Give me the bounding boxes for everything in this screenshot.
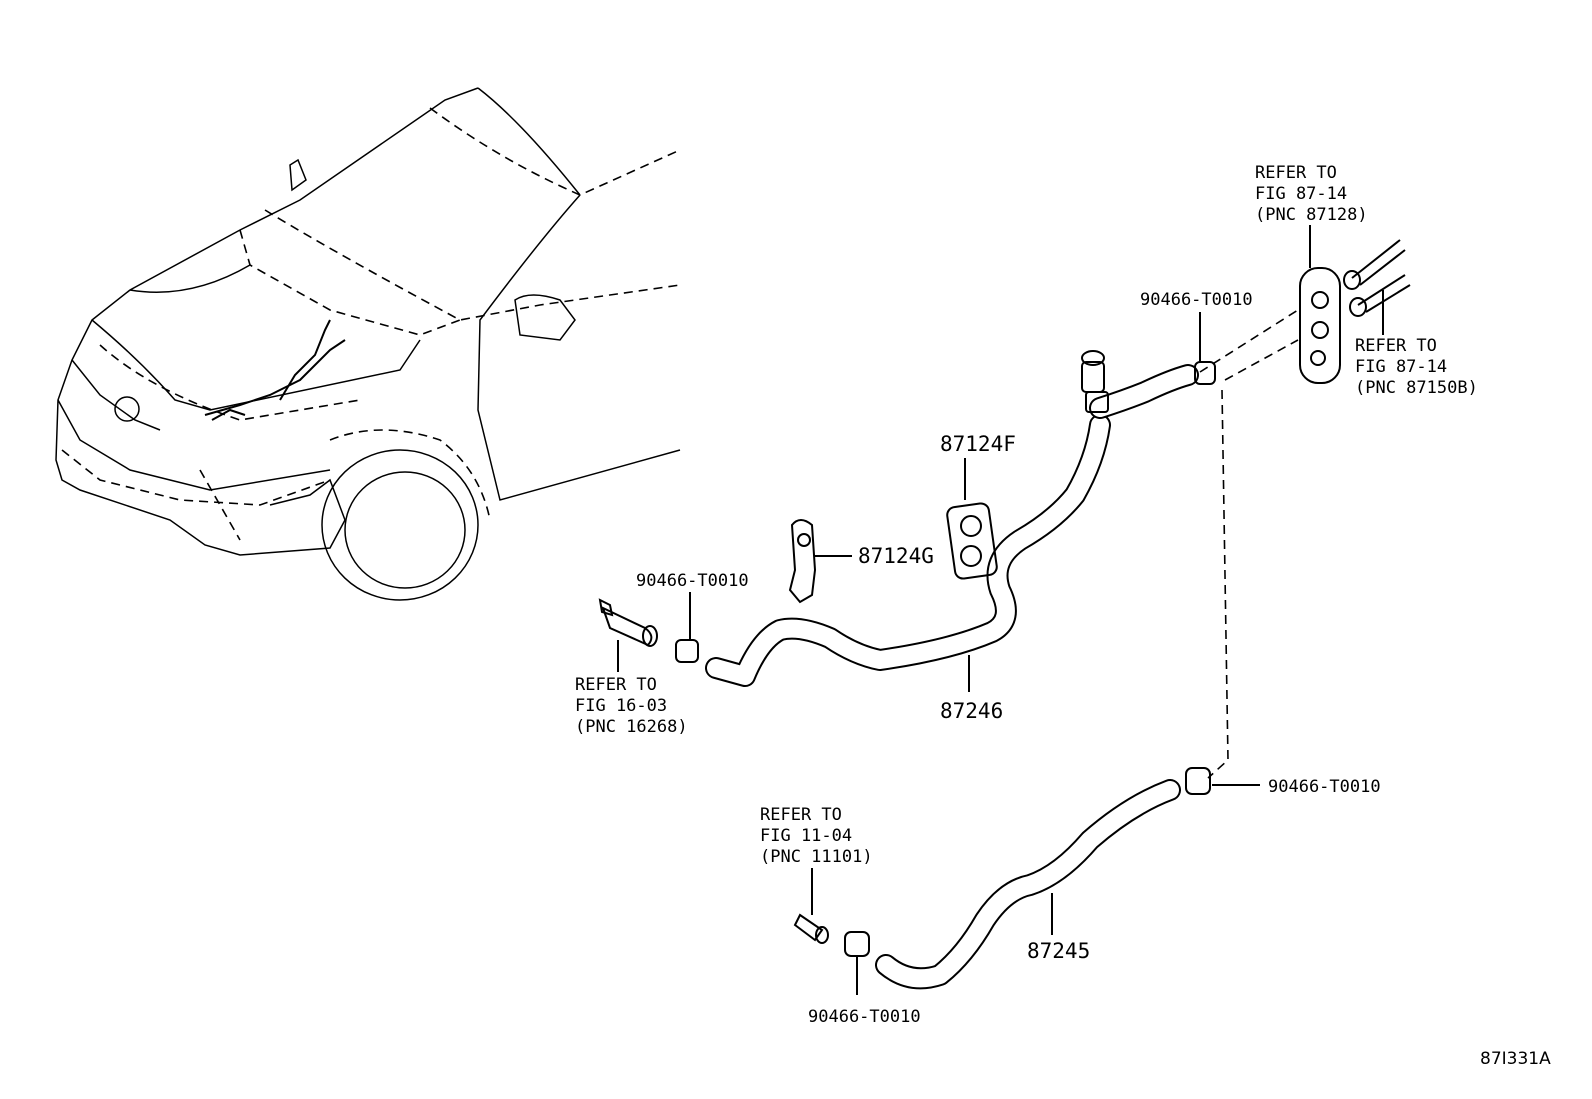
label-clamp-bottom: 90466-T0010 [808, 1007, 921, 1027]
svg-text:(PNC 11101): (PNC 11101) [760, 847, 873, 867]
svg-text:FIG 87-14: FIG 87-14 [1355, 357, 1447, 377]
svg-text:REFER TO: REFER TO [760, 805, 842, 825]
svg-text:REFER TO: REFER TO [1255, 163, 1337, 183]
label-clamp-top: 90466-T0010 [1140, 290, 1253, 310]
label-part-87124G: 87124G [858, 544, 934, 568]
car-front-illustration [55, 87, 681, 601]
pipe-fig-16-03 [598, 598, 658, 672]
svg-text:FIG 87-14: FIG 87-14 [1255, 184, 1347, 204]
clamp-top [1194, 312, 1216, 385]
svg-text:(PNC 87128): (PNC 87128) [1255, 205, 1368, 225]
svg-text:FIG 11-04: FIG 11-04 [760, 826, 852, 846]
illustration-id: 87I331A [1480, 1049, 1551, 1069]
pipe-fig-87-14-b [1343, 239, 1411, 335]
label-refer-top-a: REFER TO FIG 87-14 (PNC 87128) [1255, 163, 1368, 225]
clamp-left [675, 592, 699, 663]
clamp-bottom [844, 931, 870, 995]
hose-87245 [875, 779, 1181, 990]
bracket-87124F [946, 458, 998, 580]
clamp-right [1185, 767, 1260, 795]
svg-text:(PNC 87150B): (PNC 87150B) [1355, 378, 1478, 398]
label-clamp-left: 90466-T0010 [636, 571, 749, 591]
pipe-fig-11-04 [793, 868, 829, 944]
bracket-87124G [788, 519, 852, 604]
label-part-87246: 87246 [940, 699, 1003, 723]
label-refer-top-b: REFER TO FIG 87-14 (PNC 87150B) [1355, 336, 1478, 398]
label-refer-left: REFER TO FIG 16-03 (PNC 16268) [575, 675, 688, 737]
hose-87246 [705, 350, 1199, 692]
label-refer-bottom: REFER TO FIG 11-04 (PNC 11101) [760, 805, 873, 867]
label-part-87245: 87245 [1027, 939, 1090, 963]
label-clamp-right: 90466-T0010 [1268, 777, 1381, 797]
svg-text:REFER TO: REFER TO [1355, 336, 1437, 356]
label-part-87124F: 87124F [940, 432, 1016, 456]
connector-87128 [1299, 225, 1341, 384]
svg-text:FIG 16-03: FIG 16-03 [575, 696, 667, 716]
svg-text:REFER TO: REFER TO [575, 675, 657, 695]
svg-text:(PNC 16268): (PNC 16268) [575, 717, 688, 737]
routing-dashes [1199, 309, 1299, 779]
